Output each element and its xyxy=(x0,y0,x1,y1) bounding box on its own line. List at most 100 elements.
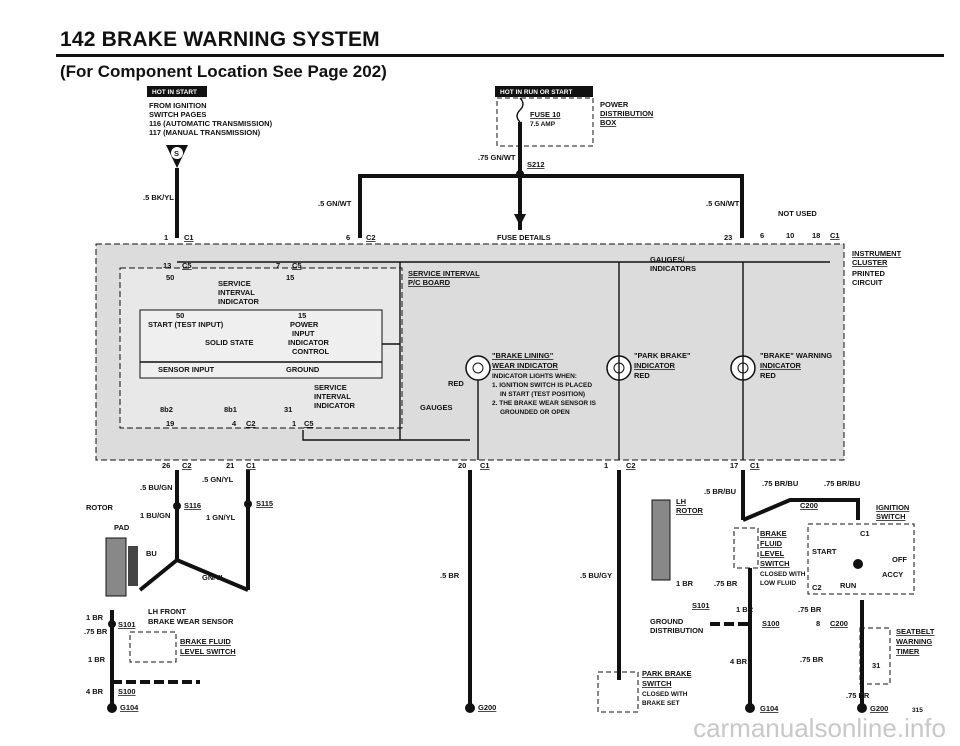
pad-label: PAD xyxy=(114,523,130,532)
watermark: carmanualsonline.info xyxy=(693,713,946,743)
start-input: START (TEST INPUT) xyxy=(148,320,224,329)
page-subtitle: (For Component Location See Page 202) xyxy=(60,62,387,81)
c1-bottom-label-a: C1 xyxy=(246,461,256,470)
ground-g200 xyxy=(465,703,475,713)
ign-c2: C2 xyxy=(812,583,822,592)
svc-ind-3: INDICATOR xyxy=(218,297,260,306)
fuse-10-label: FUSE 10 xyxy=(530,110,560,119)
power-distribution-box xyxy=(496,97,594,147)
lh-rotor-2: ROTOR xyxy=(676,506,704,515)
splice-s212-label: S212 xyxy=(527,160,545,169)
g-75br-d: .75 BR xyxy=(800,655,824,664)
cluster-label-2: CLUSTER xyxy=(852,258,888,267)
ground-g200-b xyxy=(857,703,867,713)
c1-pin10: 10 xyxy=(786,231,794,240)
g-c200: C200 xyxy=(830,619,848,628)
wire-5gnwt-a-label: .5 GN/WT xyxy=(318,199,352,208)
pc-label-1: PRINTED xyxy=(852,269,886,278)
ind-ctrl-2: CONTROL xyxy=(292,347,329,356)
ignition-note-1: FROM IGNITION xyxy=(149,101,207,110)
lining-2: WEAR INDICATOR xyxy=(492,361,559,370)
hot-run-start-box xyxy=(495,86,593,97)
c2-pin26: 26 xyxy=(162,461,170,470)
bfl-2: FLUID xyxy=(760,539,783,548)
c2-label: C2 xyxy=(366,233,376,242)
lining-indicator-inner xyxy=(472,362,484,374)
c1-pin23: 23 xyxy=(724,233,732,242)
g-g200: G200 xyxy=(478,703,496,712)
wire-1gnyl-label: 1 GN/YL xyxy=(206,513,236,522)
svc-ind-low-3: INDICATOR xyxy=(314,401,356,410)
pad-icon xyxy=(128,546,138,586)
bfl-1: BRAKE xyxy=(760,529,787,538)
wire-bu-label: BU xyxy=(146,549,157,558)
wire-5brbu-label: .5 BR/BU xyxy=(704,487,736,496)
wire-75gnwt-label: .75 GN/WT xyxy=(478,153,516,162)
dist-label-1: POWER xyxy=(600,100,629,109)
wire-1bugn-label: 1 BU/GN xyxy=(140,511,170,520)
gnd-dist-2: DISTRIBUTION xyxy=(650,626,703,635)
brake-fluid-switch-box xyxy=(129,631,177,663)
park-brake-switch-box xyxy=(597,671,639,713)
wire-5gnwt-bus xyxy=(358,174,744,238)
pin-15: 15 xyxy=(298,311,306,320)
g-s101-b: S101 xyxy=(692,601,710,610)
sensor-input: SENSOR INPUT xyxy=(158,365,215,374)
splice-s116-label: S116 xyxy=(184,501,201,510)
c5-pin13: 13 xyxy=(163,261,171,270)
pin-15-top: 15 xyxy=(286,273,294,282)
c1-bottom-label-c: C1 xyxy=(750,461,760,470)
ignition-note-3: 116 (AUTOMATIC TRANSMISSION) xyxy=(149,119,273,128)
seatbelt-timer-box xyxy=(859,627,891,685)
ignition-rotor-icon xyxy=(853,559,863,569)
warn-ind-red: RED xyxy=(760,371,776,380)
c1-pin21: 21 xyxy=(226,461,234,470)
gauges-ind-2: INDICATORS xyxy=(650,264,696,273)
internal-ground-bus xyxy=(302,430,470,441)
g-g200-b: G200 xyxy=(870,704,888,713)
wire-5bkyl-label: .5 BK/YL xyxy=(143,193,174,202)
c5-pin1: 1 xyxy=(292,419,296,428)
lining-n3: IN START (TEST POSITION) xyxy=(500,391,585,398)
g-4br-a: 4 BR xyxy=(86,687,104,696)
ign-run: RUN xyxy=(840,581,856,590)
park-sw-2: SWITCH xyxy=(642,679,672,688)
page-number: 315 xyxy=(912,707,923,714)
c6-pin19: 19 xyxy=(166,419,174,428)
ign-label-2: SWITCH xyxy=(876,512,906,521)
brake-fluid-1: BRAKE FLUID xyxy=(180,637,231,646)
lining-indicator-icon xyxy=(465,355,491,381)
c1-pin6: 6 xyxy=(760,231,764,240)
power-input-1: POWER xyxy=(290,320,319,329)
wire-sensor-loop xyxy=(138,557,249,592)
ground-g104 xyxy=(107,703,117,713)
not-used-label: NOT USED xyxy=(778,209,817,218)
c2-pin4: 4 xyxy=(232,419,237,428)
g-1br-a: 1 BR xyxy=(86,613,104,622)
ign-label-1: IGNITION xyxy=(876,503,909,512)
c2-bottom-label-b: C2 xyxy=(626,461,636,470)
pin-8b1: 8b1 xyxy=(224,405,237,414)
g-75br-e: .75 BR xyxy=(846,691,870,700)
page-title: 142 BRAKE WARNING SYSTEM xyxy=(60,28,380,51)
pin-8b2: 8b2 xyxy=(160,405,173,414)
park-sw-3: CLOSED WITH xyxy=(642,691,688,698)
svc-ind-low-2: INTERVAL xyxy=(314,392,351,401)
lining-n5: GROUNDED OR OPEN xyxy=(500,409,570,416)
c1-bottom-label-b: C1 xyxy=(480,461,490,470)
warn-ind-1: "BRAKE" WARNING xyxy=(760,351,832,360)
g-s101: S101 xyxy=(118,620,136,629)
g-4br-b: 4 BR xyxy=(730,657,748,666)
hot-in-start-box xyxy=(147,86,207,97)
bfl-3: LEVEL xyxy=(760,549,785,558)
wire-c200-label: C200 xyxy=(800,501,818,510)
splice-s116 xyxy=(173,502,181,510)
solid-state-label: SOLID STATE xyxy=(205,338,253,347)
lh-rotor-1: LH xyxy=(676,497,686,506)
seatbelt-3: TIMER xyxy=(896,647,920,656)
c2-pin6: 6 xyxy=(346,233,350,242)
power-input-2: INPUT xyxy=(292,329,315,338)
lining-1: "BRAKE LINING" xyxy=(492,351,554,360)
ind-ctrl-1: INDICATOR xyxy=(288,338,330,347)
